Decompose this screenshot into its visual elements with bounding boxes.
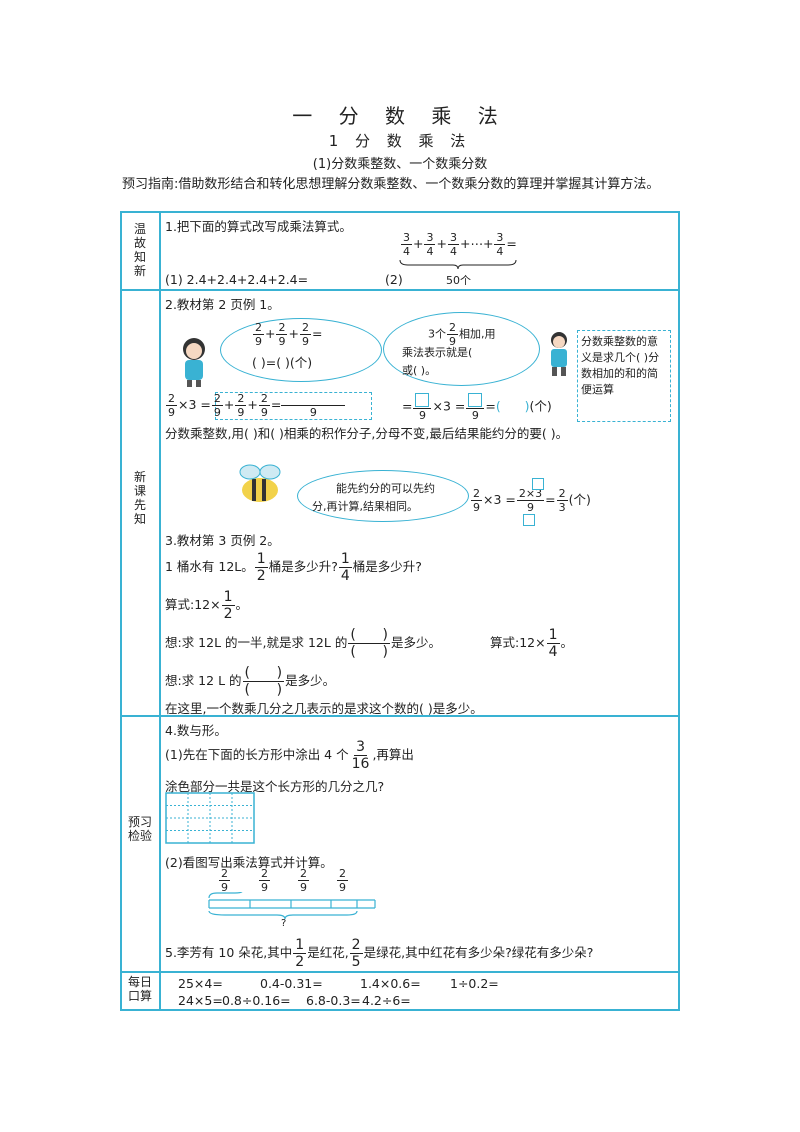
bee-illustration [239, 464, 281, 502]
blank-box[interactable] [532, 478, 544, 490]
summary: 在这里,一个数乘几分之几表示的是求这个数的( )是多少。 [165, 701, 483, 716]
note-box [577, 330, 671, 422]
blank-box[interactable] [523, 514, 535, 526]
rectangle-grid[interactable] [165, 792, 257, 846]
boy-illustration [551, 332, 567, 376]
part-2: (2)看图写出乘法算式并计算。 [165, 855, 333, 870]
worksheet-table [120, 211, 680, 1011]
brace-label: 50个 [446, 274, 471, 287]
speech-bubble-3 [297, 470, 469, 522]
daily-item: 4.2÷6= [362, 993, 411, 1008]
daily-item: 25×4= [178, 976, 223, 991]
calc-line-2: =9×3 =9=( )(个) [402, 393, 552, 421]
daily-item: 6.8-0.3= [306, 993, 361, 1008]
study-guide: 预习指南:借助数形结合和转化思想理解分数乘整数、一个数乘分数的算理并掌握其计算方… [122, 177, 660, 192]
dashed-frame [215, 392, 372, 420]
speech-bubble-1 [220, 318, 382, 382]
review-question-1: 1.把下面的算式改写成乘法算式。 [165, 219, 352, 234]
bubble1-answer: ( )=( )(个) [252, 355, 313, 370]
speech-bubble-2 [383, 312, 540, 386]
review-item-1: (1) 2.4+2.4+2.4+2.4= [165, 272, 309, 287]
rule-text: 分数乘整数,用( )和( )相乘的积作分子,分母不变,最后结果能约分的要( )。 [165, 426, 569, 441]
row-divider [120, 971, 680, 973]
part-1-b: 涂色部分一共是这个长方形的几分之几? [165, 779, 385, 794]
review-item-2: (2) [385, 272, 403, 287]
bubble2-line3: 或( )。 [402, 364, 437, 377]
daily-item: 0.4-0.31= [260, 976, 323, 991]
daily-item: 0.8÷0.16= [222, 993, 291, 1008]
girl-illustration [183, 338, 205, 387]
daily-item: 24×5= [178, 993, 223, 1008]
bee-text-2: 分,再计算,结果相同。 [312, 500, 418, 513]
think-2: 想:求 12 L 的( )( )是多少。 [165, 665, 336, 698]
row-divider [120, 289, 680, 291]
bee-text-1: 能先约分的可以先约 [336, 482, 435, 495]
bubble2-line2: 乘法表示就是( [402, 346, 473, 359]
daily-item: 1÷0.2= [450, 976, 499, 991]
lesson-question-2: 2.教材第 2 页例 1。 [165, 297, 280, 312]
section-label-review: 温故知新 [133, 222, 146, 278]
brace [399, 259, 517, 270]
section-label-daily: 每日口算 [127, 975, 152, 1003]
table-divider [159, 211, 161, 1011]
note-text: 分数乘整数的意义是求几个( )分数相加的和的简便运算 [581, 335, 660, 396]
section-label-check: 预习检验 [127, 815, 152, 843]
lesson-title: 1 分 数 乘 法 [328, 132, 472, 150]
chapter-title: 一 分 数 乘 法 [292, 104, 508, 128]
segment-diagram [208, 892, 376, 920]
section-label-newlesson: 新课先知 [133, 470, 146, 526]
row-divider [120, 715, 680, 717]
section-title: (1)分数乘整数、一个数乘分数 [312, 157, 488, 172]
check-question-4: 4.数与形。 [165, 723, 227, 738]
lesson-question-3: 3.教材第 3 页例 2。 [165, 533, 280, 548]
think-1: 想:求 12L 的一半,就是求 12L 的( )( )是多少。 [165, 627, 441, 660]
question-mark: ? [281, 918, 287, 929]
daily-item: 1.4×0.6= [360, 976, 421, 991]
